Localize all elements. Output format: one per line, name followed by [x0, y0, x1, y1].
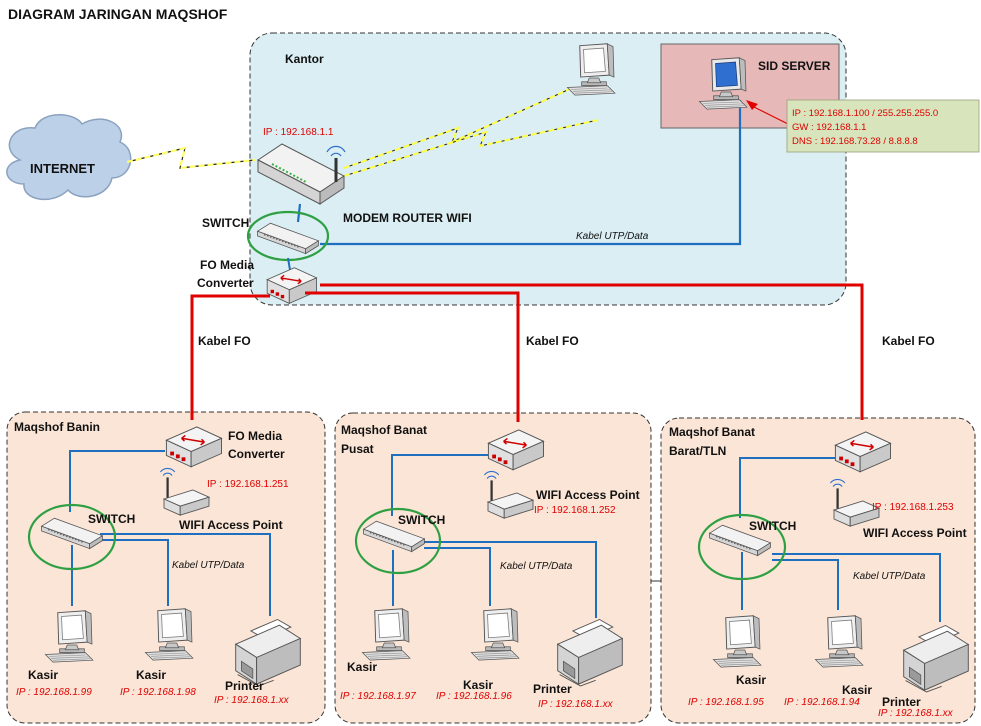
server-gw: GW : 192.168.1.1 [792, 122, 866, 133]
branch-1-device-3-ip: IP : 192.168.1.xx [214, 695, 290, 706]
branch-1-device-2-ip: IP : 192.168.1.98 [120, 687, 196, 698]
fo-cable-label-1: Kabel FO [198, 334, 251, 348]
kantor-switch-label: SWITCH [202, 216, 249, 230]
branch-3-ap-label: WIFI Access Point [863, 526, 967, 540]
branch-1-device-1-ip: IP : 192.168.1.99 [16, 687, 92, 698]
branch-1-switch-label: SWITCH [88, 512, 135, 526]
branch-3-device-1-ip: IP : 192.168.1.95 [688, 697, 764, 708]
internet-cloud-icon [6, 114, 132, 201]
modem-ip: IP : 192.168.1.1 [263, 127, 334, 138]
branch-2-device-2-label: Kasir [463, 678, 493, 692]
server-dns: DNS : 192.168.73.28 / 8.8.8.8 [792, 136, 918, 147]
branch-2-switch-ring [354, 507, 442, 575]
branch-3-name-1: Maqshof Banat [669, 425, 755, 439]
branch-3-device-1-label: Kasir [736, 673, 766, 687]
kantor-label: Kantor [285, 52, 324, 66]
branch-1-name: Maqshof Banin [14, 420, 100, 434]
server-info-box [786, 99, 980, 153]
diagram-title: DIAGRAM JARINGAN MAQSHOF [8, 6, 228, 22]
branch-3-utp-label: Kabel UTP/Data [853, 571, 926, 582]
fo-cable-label-3: Kabel FO [882, 334, 935, 348]
branch-3-name-2: Barat/TLN [669, 444, 726, 458]
branch-1-fo-label-1: FO Media [228, 429, 282, 443]
wireless-link-lightning [343, 87, 599, 177]
fo-cables [190, 283, 864, 422]
utp-cable-kantor [320, 100, 742, 246]
branch-1-device-3-label: Printer [225, 679, 264, 693]
branch-2-utp-label: Kabel UTP/Data [500, 561, 573, 572]
branch-2-device-2-ip: IP : 192.168.1.96 [436, 691, 512, 702]
branch-1-utp-cables [69, 450, 271, 616]
branch-2-name-2: Pusat [341, 442, 374, 456]
modem-router-icon [257, 143, 346, 205]
server-info-arrow [751, 105, 791, 126]
branch-1-device-1-label: Kasir [28, 668, 58, 682]
kantor-fo-label-1: FO Media [200, 258, 254, 272]
branch-2-switch-label: SWITCH [398, 513, 445, 527]
branch-2-name-1: Maqshof Banat [341, 423, 427, 437]
branch-2-device-3-ip: IP : 192.168.1.xx [538, 699, 614, 710]
branch-3-utp-cables [739, 457, 941, 622]
branch-1-utp-label: Kabel UTP/Data [172, 560, 245, 571]
fo-cable-label-2: Kabel FO [526, 334, 579, 348]
utp-label-kantor: Kabel UTP/Data [576, 231, 649, 242]
branch-2-ap-label: WIFI Access Point [536, 488, 640, 502]
internet-label: INTERNET [30, 161, 95, 176]
branch-2-device-1-label: Kasir [347, 660, 377, 674]
branch-2-device-1-ip: IP : 192.168.1.97 [340, 691, 416, 702]
kantor-fo-label-2: Converter [197, 276, 254, 290]
branch-3-device-2-ip: IP : 192.168.1.94 [784, 697, 860, 708]
modem-label: MODEM ROUTER WIFI [343, 211, 472, 225]
branch-1-ap-label: WIFI Access Point [179, 518, 283, 532]
branch-2-utp-cables [391, 454, 597, 618]
branch-2-ap-ip: IP : 192.168.1.252 [534, 505, 616, 516]
branch-1-device-2-label: Kasir [136, 668, 166, 682]
branch-2-device-3-label: Printer [533, 682, 572, 696]
branch-3-ap-ip: IP : 192.168.1.253 [872, 502, 954, 513]
branch-3-device-3-ip: IP : 192.168.1.xx [878, 708, 954, 719]
branch-3-switch-ring [697, 513, 787, 581]
branch-3-device-3-label: Printer [882, 695, 921, 709]
branch-1-fo-label-2: Converter [228, 447, 285, 461]
server-label: SID SERVER [758, 59, 831, 73]
server-ip: IP : 192.168.1.100 / 255.255.255.0 [792, 108, 938, 119]
branch-1-ap-ip: IP : 192.168.1.251 [207, 479, 289, 490]
branch-3-device-2-label: Kasir [842, 683, 872, 697]
branch-1-switch-ring [27, 503, 117, 571]
branch-3-switch-label: SWITCH [749, 519, 796, 533]
